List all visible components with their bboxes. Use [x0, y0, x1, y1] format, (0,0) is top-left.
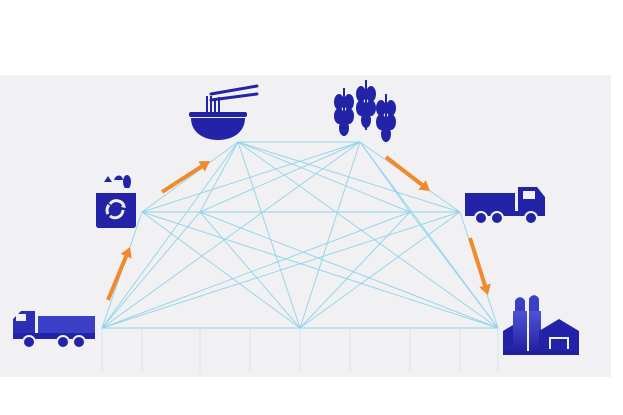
flow-arrow-shaft — [384, 155, 424, 187]
flow-arrow-head — [418, 180, 430, 191]
network-line — [299, 211, 411, 329]
network-mesh — [101, 141, 499, 372]
network-line — [199, 141, 239, 213]
network-line — [299, 211, 461, 329]
network-line — [141, 211, 499, 329]
network-line — [141, 141, 361, 213]
network-line — [141, 141, 239, 213]
flow-arrow-shaft — [468, 237, 487, 287]
network-line — [237, 141, 301, 329]
network-line — [237, 141, 411, 213]
network-line — [101, 211, 201, 329]
grocery-bag-recycle-icon — [96, 175, 136, 228]
flow-arrow-shaft — [106, 255, 129, 301]
flow-arrow-head — [198, 161, 210, 172]
noodle-bowl-icon — [189, 84, 259, 140]
wheat-icon — [334, 80, 396, 142]
network-line — [299, 141, 361, 329]
truck-icon — [13, 311, 95, 349]
network-line — [101, 141, 361, 329]
network-line — [409, 211, 499, 329]
network-line — [199, 211, 499, 329]
flow-arrow-head — [120, 247, 132, 259]
network-line — [199, 141, 361, 213]
truck-icon — [465, 187, 545, 225]
network-line — [101, 141, 239, 329]
network-line — [141, 211, 301, 329]
flow-arrow-head — [479, 283, 491, 295]
network-line — [237, 141, 499, 329]
flow-arrows — [106, 155, 491, 301]
flow-arrow-shaft — [160, 164, 203, 194]
network-line — [199, 211, 301, 329]
network-line — [359, 141, 411, 213]
farm-silo-icon — [503, 295, 579, 355]
network-line — [101, 211, 461, 329]
network-line — [101, 211, 411, 329]
